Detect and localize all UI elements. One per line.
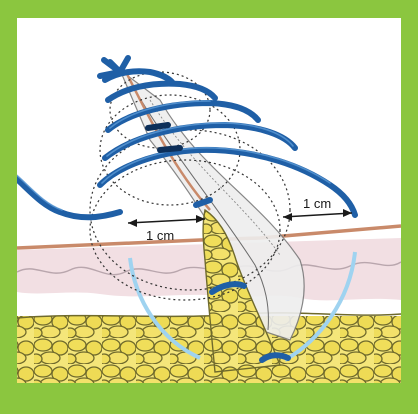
left-arrowhead-end — [196, 215, 205, 223]
fat-layer — [17, 316, 401, 383]
needle-path-right — [284, 251, 357, 362]
wound-cone-inner-line-2 — [149, 99, 281, 256]
suture-tail-left — [17, 175, 123, 221]
dotted-arc-3 — [89, 129, 291, 291]
suture-highlight-2 — [106, 122, 294, 157]
left-measurement-arrow — [127, 218, 206, 224]
suture-cross-2 — [145, 122, 171, 131]
suture-loop-1 — [97, 146, 358, 218]
left-measurement-label: 1 cm — [146, 228, 174, 243]
right-arrowhead-end — [343, 209, 352, 217]
right-arrowhead-start — [283, 213, 292, 221]
dotted-arc-4 — [89, 159, 281, 301]
suture-knot-lower — [209, 281, 247, 295]
suture-knot-bottom — [259, 352, 291, 363]
right-measurement-arrow — [282, 212, 353, 218]
dotted-arc-1 — [109, 71, 211, 149]
right-measurement: 1 cm — [282, 196, 353, 221]
suture-loop-3 — [105, 99, 261, 133]
suture-highlight-tail — [17, 174, 63, 211]
suture-center-segment — [193, 197, 213, 208]
suture-cross-1 — [157, 145, 183, 153]
needle-path-left — [128, 257, 201, 360]
right-measurement-label: 1 cm — [303, 196, 331, 211]
suture-highlight-1 — [101, 147, 331, 184]
suture-thread — [17, 55, 358, 363]
suture-loop-2 — [102, 121, 298, 161]
left-measurement: 1 cm — [127, 215, 206, 243]
suture-loop-4 — [105, 80, 218, 103]
dermis-wavy-line — [17, 261, 401, 276]
fat-in-wound — [202, 208, 281, 373]
suture-highlight-3 — [109, 100, 211, 129]
left-arrowhead-start — [128, 219, 137, 227]
suture-tip — [97, 55, 131, 79]
